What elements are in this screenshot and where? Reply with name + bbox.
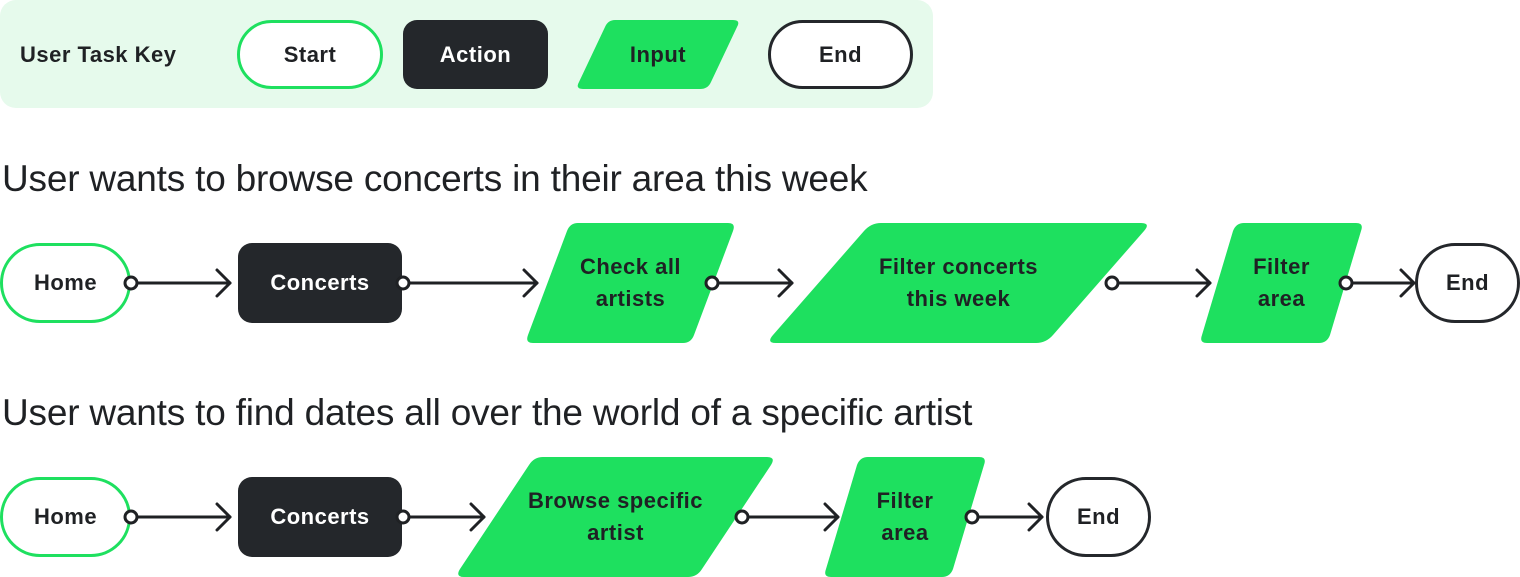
key-end-node: End: [768, 20, 913, 89]
user-task-key-panel: User Task Key Start Action Input End: [0, 0, 933, 108]
flow-1-concerts-label: Concerts: [270, 270, 370, 295]
flow-1-connector-home-concerts: [135, 268, 232, 298]
flow-1-connector-check-filterweek: [716, 268, 794, 298]
flow-1-check-artists-node: Check all artists: [525, 223, 736, 343]
key-action-node: Action: [403, 20, 548, 89]
flow-2-connector-home-concerts: [135, 502, 232, 532]
flow-2-browse-artist-label: Browse specific artist: [527, 488, 703, 545]
flow-1-port-area: [1338, 275, 1354, 291]
flow-1-check-artists-label: Check all artists: [579, 254, 682, 311]
flow-1-filter-week-label: Filter concerts this week: [878, 254, 1039, 311]
flow-1-end-node: End: [1415, 243, 1520, 323]
flow-2-filter-area-shape: [825, 457, 985, 577]
flow-2-home-label: Home: [33, 504, 98, 529]
flow-2-port-concerts: [395, 509, 411, 525]
flow-2-browse-artist-node: Browse specific artist: [455, 457, 776, 577]
flow-2-connector-browse-area: [746, 502, 840, 532]
flow-2-filter-area-node: Filter area: [823, 457, 987, 577]
key-title: User Task Key: [20, 42, 177, 67]
flow-1-filter-area-shape: [1201, 223, 1362, 343]
key-start-label: Start: [283, 41, 337, 67]
flow-1-port-check: [704, 275, 720, 291]
flow-1-filter-area-node: Filter area: [1199, 223, 1364, 343]
flow-1-check-artists-shape: [527, 223, 734, 343]
flow-2-connector-area-end: [976, 502, 1044, 532]
flow-1-end-label: End: [1445, 270, 1490, 295]
flow-1-concerts-node: Concerts: [238, 243, 402, 323]
flow-2-port-area: [964, 509, 980, 525]
flow-2-port-home: [123, 509, 139, 525]
key-input-node: Input: [575, 20, 741, 89]
flow-1-home-label: Home: [33, 270, 98, 295]
flow-1-filter-area-label: Filter area: [1253, 254, 1310, 311]
flow-1-connector-area-end: [1350, 268, 1416, 298]
flow-2-end-label: End: [1076, 504, 1121, 529]
flow-1-port-home: [123, 275, 139, 291]
flow-1-port-concerts: [395, 275, 411, 291]
flow-2-connector-concerts-browse: [407, 502, 486, 532]
flow-2-end-node: End: [1046, 477, 1151, 557]
flow-1-heading: User wants to browse concerts in their a…: [2, 158, 868, 199]
key-input-label: Input: [629, 41, 687, 67]
flow-2-browse-artist-shape: [458, 457, 773, 577]
flow-2-port-browse: [734, 509, 750, 525]
flow-2-filter-area-label: Filter area: [876, 488, 934, 545]
key-input-shape: [577, 20, 739, 89]
flow-2-heading: User wants to find dates all over the wo…: [2, 392, 973, 433]
flow-1-port-filterweek: [1104, 275, 1120, 291]
key-start-node: Start: [237, 20, 383, 89]
flow-1-filter-week-node: Filter concerts this week: [766, 223, 1151, 343]
key-action-label: Action: [439, 41, 512, 67]
flow-1-connector-filterweek-area: [1116, 268, 1212, 298]
flow-2-concerts-node: Concerts: [238, 477, 402, 557]
flow-2-concerts-label: Concerts: [270, 504, 370, 529]
flow-1-connector-concerts-check: [407, 268, 539, 298]
flow-1-filter-week-shape: [770, 223, 1147, 343]
key-end-label: End: [818, 41, 863, 67]
